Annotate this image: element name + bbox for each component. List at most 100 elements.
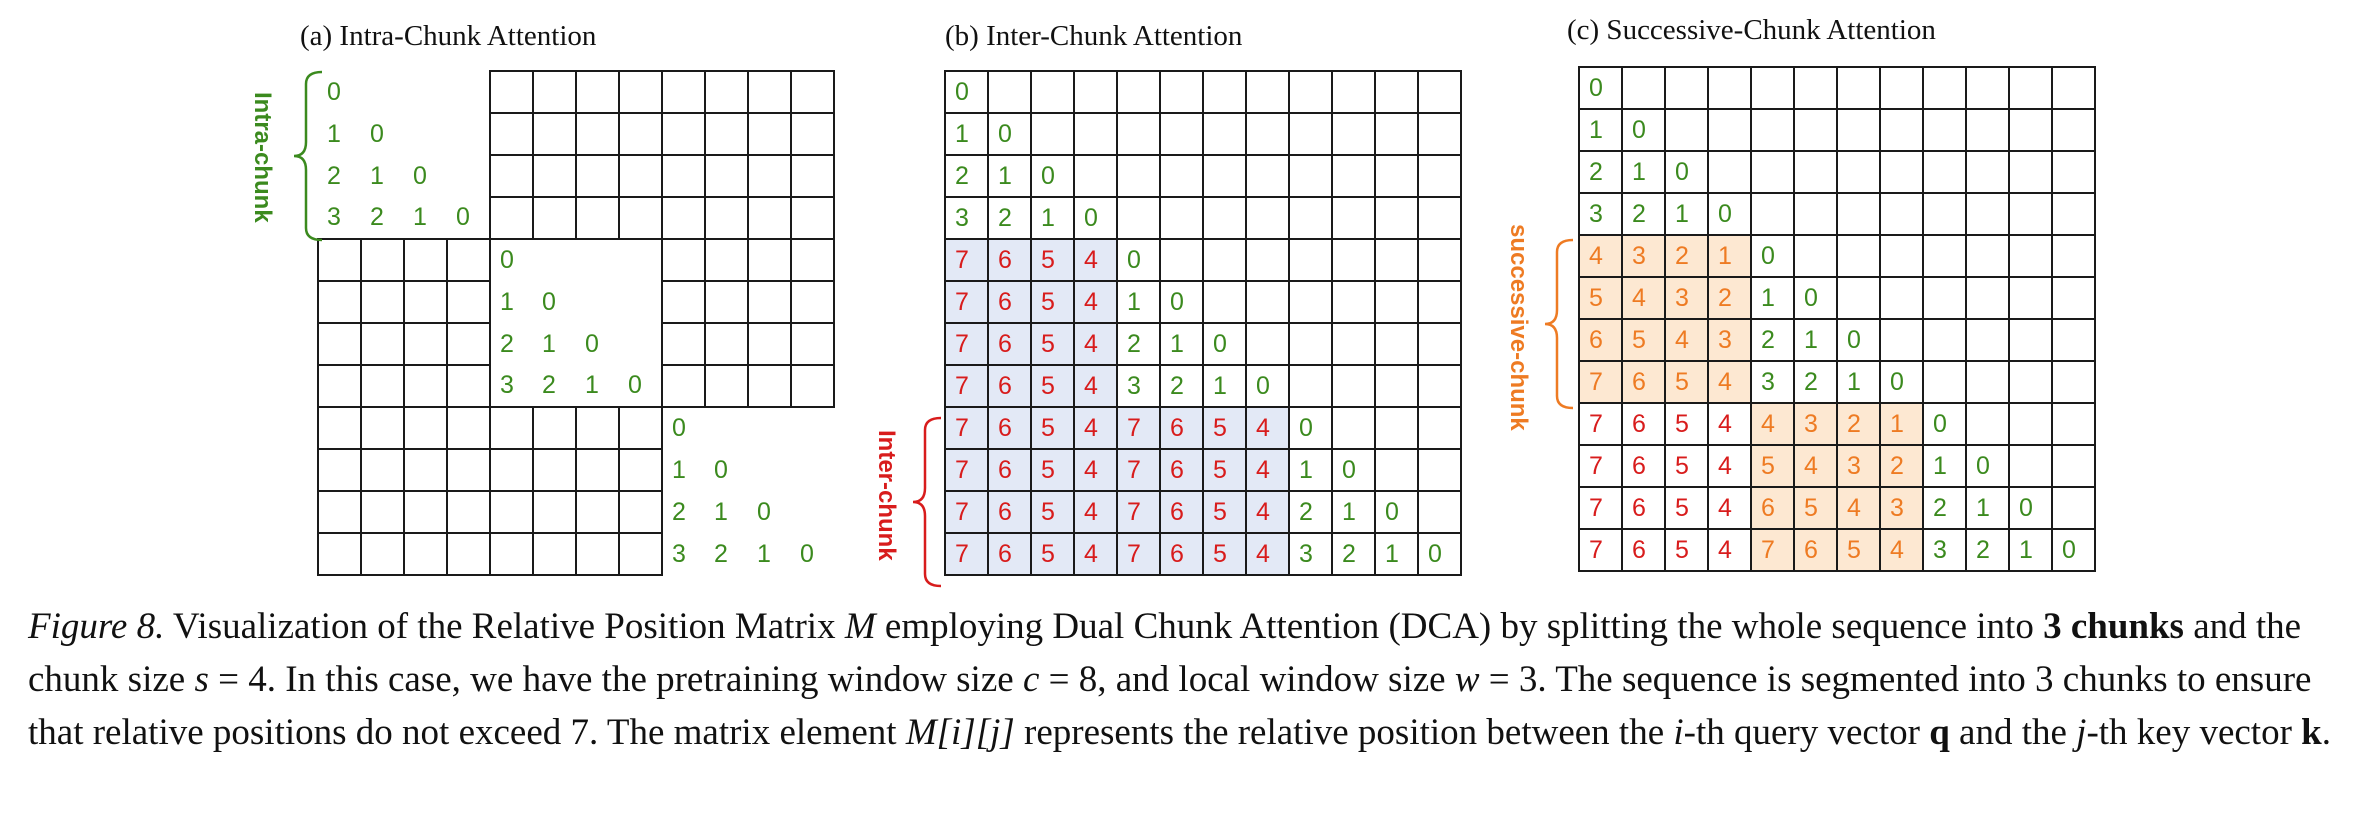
cell-value: 4	[1084, 539, 1098, 568]
matrix-cell	[1374, 70, 1419, 114]
matrix-cell	[1793, 108, 1838, 152]
cell-value: 7	[1761, 535, 1775, 564]
cell-value: 3	[1675, 283, 1689, 312]
cell-value: 2	[1299, 497, 1313, 526]
matrix-cell	[447, 155, 490, 197]
matrix-cell	[1793, 150, 1838, 194]
matrix-cell	[1879, 66, 1924, 110]
matrix-cell	[1417, 322, 1462, 366]
cell-value: 3	[1847, 451, 1861, 480]
matrix-cell: 2	[1288, 490, 1333, 534]
empty-cell	[403, 280, 448, 324]
matrix-cell: 2	[1116, 322, 1161, 366]
matrix-cell	[1965, 318, 2010, 362]
empty-cell	[618, 112, 663, 156]
matrix-cell	[1331, 322, 1376, 366]
empty-cell	[403, 364, 448, 408]
matrix-cell: 4	[1073, 448, 1118, 492]
matrix-cell	[1922, 276, 1967, 320]
matrix-cell	[1836, 276, 1881, 320]
empty-cell	[575, 406, 620, 450]
cell-value: 4	[1804, 451, 1818, 480]
matrix-cell	[1965, 360, 2010, 404]
matrix-cell: 4	[1073, 238, 1118, 282]
cell-value: 0	[628, 371, 642, 399]
matrix-cell	[2051, 276, 2096, 320]
empty-cell	[532, 490, 577, 534]
matrix-cell: 4	[1621, 276, 1666, 320]
caption-bold: 3 chunks	[2043, 606, 2184, 647]
cell-value: 1	[1890, 409, 1904, 438]
empty-cell	[618, 406, 663, 450]
matrix-cell: 1	[1288, 448, 1333, 492]
matrix-cell	[1288, 154, 1333, 198]
empty-cell	[532, 112, 577, 156]
matrix-cell: 1	[2008, 528, 2053, 572]
empty-cell	[704, 154, 749, 198]
empty-cell	[618, 196, 663, 240]
empty-cell	[317, 532, 362, 576]
empty-cell	[575, 532, 620, 576]
matrix-cell: 2	[1159, 364, 1204, 408]
cell-value: 7	[1127, 539, 1141, 568]
cell-value: 4	[1718, 367, 1732, 396]
matrix-cell	[1879, 234, 1924, 278]
matrix-cell	[1417, 364, 1462, 408]
matrix-cell	[2008, 360, 2053, 404]
matrix-cell: 5	[1030, 406, 1075, 450]
matrix-cell	[576, 281, 619, 323]
matrix-cell: 3	[1578, 192, 1623, 236]
matrix-cell: 5	[1030, 280, 1075, 324]
matrix-cell: 6	[987, 532, 1032, 576]
empty-cell	[446, 280, 491, 324]
matrix-cell	[1288, 322, 1333, 366]
cell-value: 2	[672, 497, 686, 526]
matrix-cell	[1030, 70, 1075, 114]
cell-value: 2	[1976, 535, 1990, 564]
empty-cell	[790, 364, 835, 408]
matrix-cell: 1	[576, 365, 619, 407]
empty-cell	[661, 280, 706, 324]
empty-cell	[661, 364, 706, 408]
cell-value: 2	[955, 161, 969, 190]
caption-text: employing Dual Chunk Attention (DCA) by …	[875, 606, 2044, 647]
cell-value: 2	[1589, 157, 1603, 186]
matrix-cell	[2008, 108, 2053, 152]
cell-value: 3	[1589, 199, 1603, 228]
empty-cell	[489, 70, 534, 114]
matrix-cell: 3	[1793, 402, 1838, 446]
matrix-cell: 7	[944, 406, 989, 450]
matrix-cell: 5	[1836, 528, 1881, 572]
empty-cell	[704, 112, 749, 156]
matrix-cell: 1	[1116, 280, 1161, 324]
matrix-cell	[1965, 66, 2010, 110]
cell-value: 4	[1084, 497, 1098, 526]
matrix-cell: 0	[447, 197, 490, 239]
matrix-cell: 0	[1621, 108, 1666, 152]
matrix-cell: 5	[1030, 490, 1075, 534]
cell-value: 0	[1761, 241, 1775, 270]
cell-value: 7	[1127, 497, 1141, 526]
cell-value: 2	[1890, 451, 1904, 480]
matrix-cell: 1	[705, 491, 748, 533]
matrix-cell: 2	[1578, 150, 1623, 194]
matrix-cell: 6	[1578, 318, 1623, 362]
matrix-cell	[1374, 154, 1419, 198]
matrix-cell: 1	[944, 112, 989, 156]
caption-var-mij: M[i][j]	[905, 712, 1015, 753]
matrix-cell: 1	[748, 533, 791, 575]
matrix-row: 0	[317, 238, 835, 282]
empty-cell	[747, 322, 792, 366]
cell-value: 3	[1761, 367, 1775, 396]
empty-cell	[532, 406, 577, 450]
matrix-cell: 6	[1793, 528, 1838, 572]
cell-value: 3	[1804, 409, 1818, 438]
cell-value: 6	[998, 497, 1012, 526]
cell-value: 4	[1718, 535, 1732, 564]
